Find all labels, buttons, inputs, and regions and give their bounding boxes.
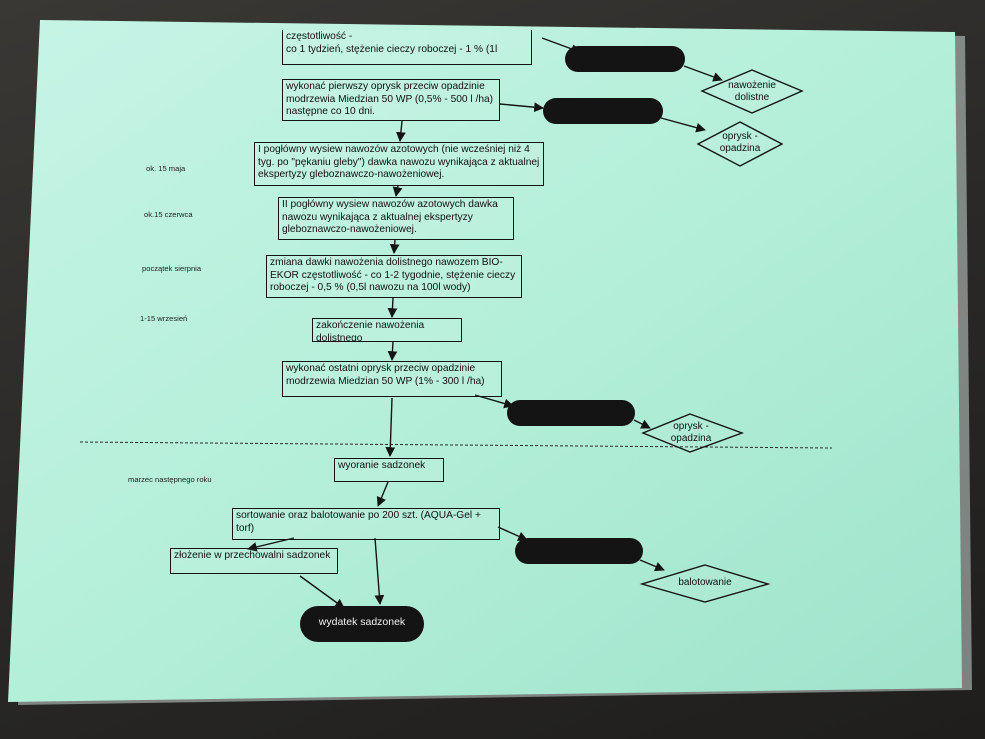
terminal-oval-2 [543, 98, 663, 124]
diamond-spray-b [641, 413, 745, 453]
arrow-sort-to-release [374, 537, 385, 605]
arrow-sort-to-oval4 [497, 526, 528, 541]
arrow-oval2-to-spray-a [660, 117, 706, 133]
date-label-june: ok.15 czerwca [144, 210, 193, 219]
arrow-spray1-to-oval2 [499, 102, 544, 113]
arrow-fert1-to-fert2 [392, 184, 403, 197]
box-frequency-top: częstotliwość - co 1 tydzień, stężenie c… [282, 30, 532, 65]
diamond-foliar [700, 69, 804, 114]
label-spray-a: oprysk - opadzina [719, 131, 761, 154]
arrow-spray1-to-fert1 [396, 120, 406, 142]
box-store: złożenie w przechowalni sadzonek [170, 548, 338, 574]
arrow-dosechange-to-endfert [387, 297, 398, 318]
label-foliar: nawożenie dolistne [728, 80, 776, 103]
box-last-spray: wykonać ostatni oprysk przeciw opadzinie… [282, 361, 502, 397]
arrow-endfert-to-spraylast [387, 340, 398, 361]
box-fertilizer-1: I pogłówny wysiew nawozów azotowych (nie… [254, 142, 544, 186]
box-fertilizer-2: II pogłówny wysiew nawozów azotowych daw… [278, 197, 514, 240]
label-baling: balotowanie [678, 577, 732, 588]
diamond-baling [639, 564, 771, 603]
box-plough: wyoranie sadzonek [334, 458, 444, 482]
diamond-spray-a [696, 121, 784, 167]
arrow-fert2-to-dosechange [389, 239, 400, 254]
terminal-oval-1 [565, 46, 685, 72]
terminal-oval-4 [515, 538, 643, 564]
terminal-oval-release [300, 606, 424, 642]
terminal-oval-3 [507, 400, 635, 426]
arrow-store-to-release [299, 575, 345, 609]
label-spray-b: oprysk - opadzina [670, 421, 712, 444]
date-label-september: 1-15 wrzesień [140, 314, 188, 323]
section-separator [79, 441, 833, 449]
date-label-august: początek sierpnia [142, 264, 202, 273]
arrow-oval4-to-baling [639, 559, 665, 572]
date-label-march: marzec następnego roku [128, 475, 212, 484]
date-label-may: ok. 15 maja [146, 164, 186, 173]
box-dose-change: zmiana dawki nawożenia dolistnego nawoze… [266, 255, 522, 298]
box-end-fertilization: zakończenie nawożenia dolistnego [312, 318, 462, 342]
box-sort: sortowanie oraz balotowanie po 200 szt. … [232, 508, 500, 540]
label-release: wydatek sadzonek [318, 616, 406, 628]
arrow-spraylast-to-plough [385, 397, 396, 457]
box-first-spray: wykonać pierwszy oprysk przeciw opadzini… [282, 79, 500, 121]
arrow-plough-to-sort [376, 481, 389, 507]
arrow-oval1-to-foliar [683, 65, 723, 82]
arrow-oval3-to-spray-b [633, 419, 651, 429]
